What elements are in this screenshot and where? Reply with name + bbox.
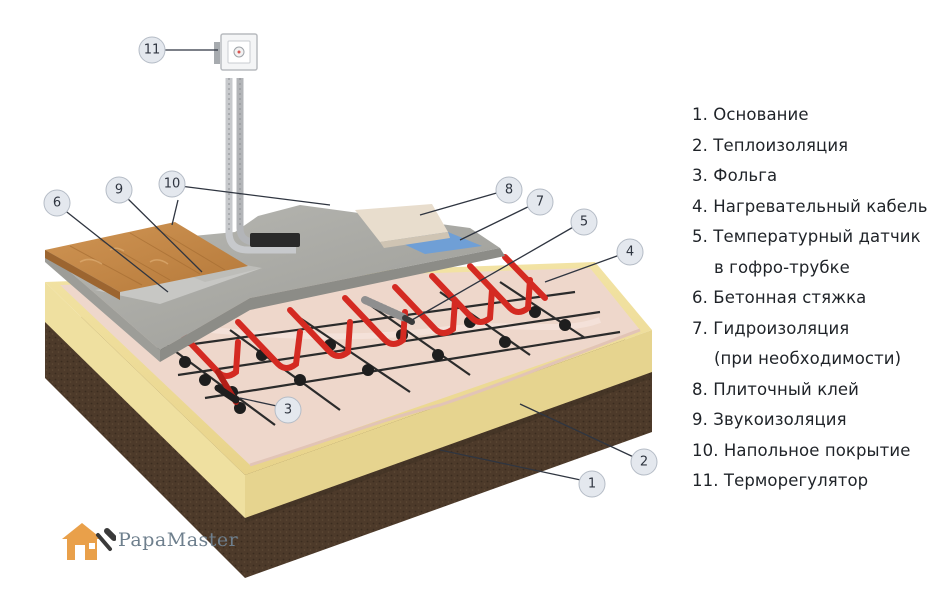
svg-text:6: 6 xyxy=(53,196,61,211)
svg-text:4: 4 xyxy=(626,245,634,260)
svg-text:7: 7 xyxy=(536,195,544,210)
callout-8: 8 xyxy=(495,176,523,204)
legend-item: 6. Бетонная стяжка xyxy=(692,288,867,307)
brand-name-part2: Master xyxy=(166,529,239,551)
heating-cable xyxy=(175,254,548,405)
floor-covering xyxy=(45,222,248,300)
leader-lines xyxy=(57,49,641,483)
callout-2: 2 xyxy=(630,448,658,476)
svg-text:9: 9 xyxy=(115,183,123,198)
legend-item: 5. Температурный датчик xyxy=(692,227,921,246)
brand-name: PapaMaster xyxy=(118,529,238,551)
legend-item: 3. Фольга xyxy=(692,166,778,185)
brand-name-part1: Papa xyxy=(118,529,167,551)
watermark: PapaMaster xyxy=(58,520,238,560)
callout-7: 7 xyxy=(526,188,554,216)
callout-4: 4 xyxy=(616,238,644,266)
legend-item: 4. Нагревательный кабель xyxy=(692,196,928,216)
legend-item: 7. Гидроизоляция xyxy=(692,318,850,338)
callout-10: 10 xyxy=(158,170,186,198)
legend-item: 2. Теплоизоляция xyxy=(692,135,849,155)
callout-6: 6 xyxy=(43,189,71,217)
legend-item: 9. Звукоизоляция xyxy=(692,410,847,429)
legend-item-continuation: в гофро-трубке xyxy=(714,257,850,277)
svg-text:10: 10 xyxy=(164,177,181,192)
svg-text:11: 11 xyxy=(144,43,161,58)
callout-3: 3 xyxy=(274,396,302,424)
callouts: 1 2 3 4 5 6 7 8 xyxy=(43,36,658,498)
svg-text:5: 5 xyxy=(580,215,588,230)
svg-text:1: 1 xyxy=(588,477,596,492)
callout-11: 11 xyxy=(138,36,166,64)
svg-text:8: 8 xyxy=(505,183,513,198)
legend-item-continuation: (при необходимости) xyxy=(714,349,902,368)
callout-9: 9 xyxy=(105,176,133,204)
svg-text:2: 2 xyxy=(640,455,648,470)
legend: 1. Основание 2. Теплоизоляция 3. Фольга … xyxy=(692,100,942,497)
house-logo-icon xyxy=(62,523,116,560)
thermostat-assembly xyxy=(214,33,300,254)
legend-item: 8. Плиточный клей xyxy=(692,379,859,399)
legend-item: 10. Напольное покрытие xyxy=(692,440,911,460)
svg-text:3: 3 xyxy=(284,403,292,418)
legend-item: 1. Основание xyxy=(692,105,809,124)
legend-item: 11. Терморегулятор xyxy=(692,471,869,490)
callout-1: 1 xyxy=(578,470,606,498)
sensor-corrugated-tube xyxy=(214,296,415,404)
sound-insulation xyxy=(95,264,262,304)
callout-5: 5 xyxy=(570,208,598,236)
